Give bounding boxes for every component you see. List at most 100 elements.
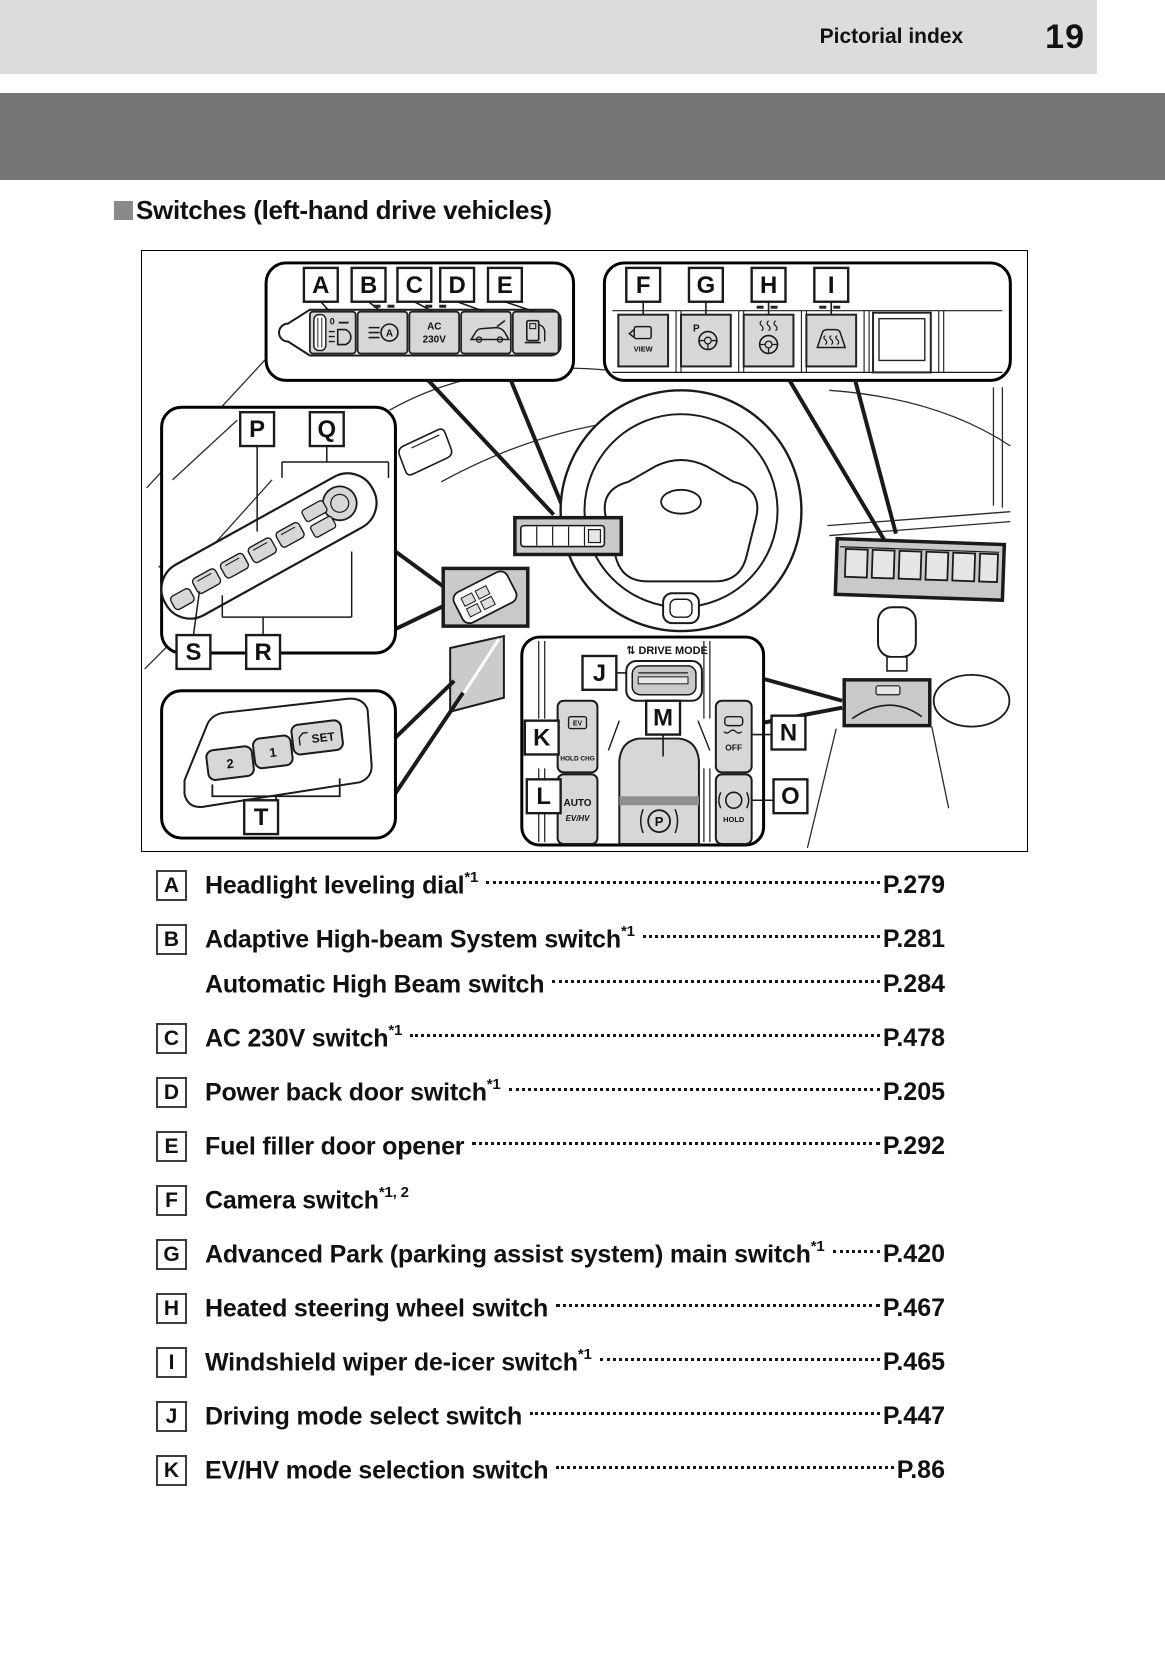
dotted-leader xyxy=(530,1411,880,1415)
index-row-c: C AC 230V switch*1 P.478 xyxy=(156,1021,945,1054)
dotted-leader xyxy=(556,1465,894,1469)
steering-wheel xyxy=(559,389,803,633)
dotted-leader xyxy=(552,979,880,983)
page-ref: P.467 xyxy=(882,1294,945,1322)
dotted-leader xyxy=(472,1141,880,1145)
dotted-leader xyxy=(486,880,880,884)
center-console-callout-box: ⇅DRIVE MODE EV HOLD CHG AUTO EV/HV xyxy=(520,635,809,847)
window-switch-buttons xyxy=(191,521,305,595)
page-ref: P.447 xyxy=(882,1402,945,1430)
index-letter-box: F xyxy=(156,1185,187,1216)
wiper-deicer-icon xyxy=(816,328,847,349)
auto-label: AUTO xyxy=(564,798,592,809)
callout-o: O xyxy=(772,778,809,815)
headlight-icon xyxy=(328,321,352,346)
index-letter-box: B xyxy=(156,924,187,955)
index-letter-box: G xyxy=(156,1239,187,1270)
auto-high-beam-switch: A xyxy=(356,310,409,355)
ev-hv-mode-switch: EV HOLD CHG xyxy=(556,699,599,774)
instrument-light-switch-highlight xyxy=(513,515,624,557)
index-row-k: K EV/HV mode selection switch P.86 xyxy=(156,1455,945,1486)
auto-high-beam-icon: A xyxy=(368,323,399,342)
fuel-filler-switch xyxy=(511,310,560,355)
index-row-e: E Fuel filler door opener P.292 xyxy=(156,1131,945,1162)
power-back-door-icon xyxy=(469,320,511,343)
set-button: SET xyxy=(311,729,336,746)
page-ref: P.279 xyxy=(882,871,945,899)
index-letter-box: K xyxy=(156,1455,187,1486)
power-back-door-switch xyxy=(460,310,512,355)
callout-e: E xyxy=(486,266,524,303)
parking-brake-switch: P xyxy=(618,737,700,846)
callout-pointer-lines xyxy=(393,378,898,795)
svg-text:F: F xyxy=(636,272,651,299)
memory-2-button: 2 xyxy=(226,756,235,772)
svg-text:EV: EV xyxy=(573,721,583,728)
dotted-leader xyxy=(410,1033,880,1037)
drive-mode-label: ⇅DRIVE MODE xyxy=(626,645,707,657)
callout-k: K xyxy=(523,719,560,756)
svg-text:R: R xyxy=(254,639,271,666)
index-letter-box: I xyxy=(156,1347,187,1378)
index-row-d: D Power back door switch*1 P.205 xyxy=(156,1076,945,1108)
blank-switch xyxy=(872,311,932,374)
window-lock-button xyxy=(169,588,195,611)
switch-location-diagram: 0 A AC 230V xyxy=(141,250,1028,852)
shift-console-highlight xyxy=(842,678,932,728)
index-letter-box: J xyxy=(156,1401,187,1432)
callout-n: N xyxy=(770,714,807,751)
callout-r: R xyxy=(244,633,282,671)
page-header-band: Pictorial index 19 xyxy=(0,0,1097,74)
callout-c: C xyxy=(396,266,433,303)
svg-text:J: J xyxy=(593,660,606,687)
index-letter-box: E xyxy=(156,1131,187,1162)
svg-text:E: E xyxy=(497,272,513,299)
index-row-j: J Driving mode select switch P.447 xyxy=(156,1401,945,1432)
brake-hold-icon xyxy=(718,791,750,810)
ac-label: AC xyxy=(427,322,441,333)
svg-text:P: P xyxy=(655,814,664,829)
auto-ev-hv-switch: AUTO EV/HV xyxy=(556,773,599,846)
window-switch-highlight xyxy=(441,566,530,628)
callout-j: J xyxy=(581,654,618,691)
dashboard-illustration: 0 A AC 230V xyxy=(144,261,1012,849)
callout-l: L xyxy=(525,778,562,815)
page-ref: P.281 xyxy=(882,925,945,953)
page-ref: P.465 xyxy=(882,1348,945,1376)
item-label: AC 230V switch*1 xyxy=(205,1021,403,1053)
drive-mode-knob xyxy=(625,659,703,702)
off-label: OFF xyxy=(725,742,742,752)
section-heading: Switches (left-hand drive vehicles) xyxy=(114,195,1165,226)
item-label: Fuel filler door opener xyxy=(205,1132,465,1161)
camera-view-switch: VIEW xyxy=(617,313,670,368)
advanced-park-switch: P xyxy=(680,313,732,368)
page-number: 19 xyxy=(1045,17,1085,56)
panel-a-e: 0 A AC 230V xyxy=(264,261,576,382)
item-label: Camera switch*1, 2 xyxy=(205,1183,409,1215)
index-letter-box: A xyxy=(156,870,187,901)
heated-steering-switch xyxy=(742,313,795,368)
svg-text:M: M xyxy=(653,705,673,732)
page-ref: P.86 xyxy=(896,1456,945,1484)
right-dash-switch-highlight xyxy=(833,536,1007,603)
index-letter-box: H xyxy=(156,1293,187,1324)
svg-text:A: A xyxy=(386,329,393,340)
panel-f-i: VIEW P xyxy=(602,261,1012,382)
dotted-leader xyxy=(508,1087,880,1091)
parking-brake-icon: P xyxy=(639,808,679,834)
page-ref: P.292 xyxy=(882,1132,945,1160)
callout-s: S xyxy=(175,633,212,671)
camera-view-icon xyxy=(628,325,652,340)
index-row-a: A Headlight leveling dial*1 P.279 xyxy=(156,869,945,901)
callout-m: M xyxy=(644,699,682,736)
svg-text:G: G xyxy=(697,272,716,299)
dial-zero-label: 0 xyxy=(330,317,335,327)
svg-text:I: I xyxy=(828,272,835,299)
door-switch-callout-box: P Q S R xyxy=(160,405,397,671)
item-label: Windshield wiper de-icer switch*1 xyxy=(205,1345,592,1377)
svg-text:L: L xyxy=(536,783,551,810)
svg-text:O: O xyxy=(781,783,800,810)
callout-a: A xyxy=(302,266,339,303)
memory-1-button: 1 xyxy=(268,744,277,760)
callout-i: I xyxy=(813,266,850,303)
